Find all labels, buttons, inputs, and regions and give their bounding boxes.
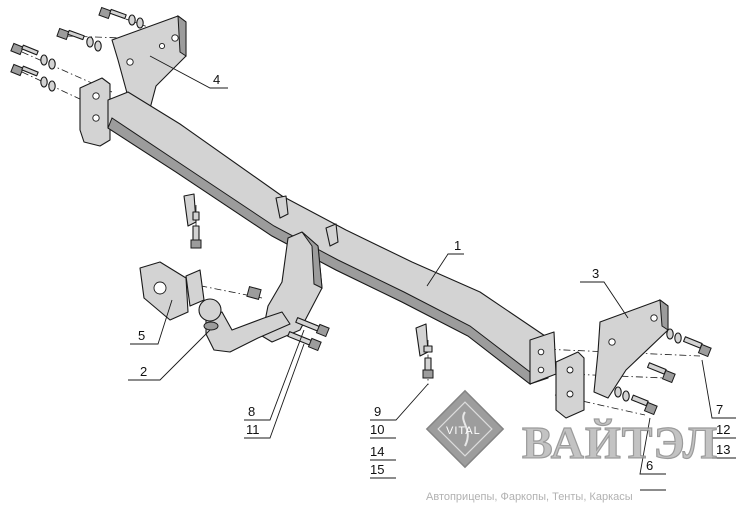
callout-10: 10 (370, 422, 384, 437)
callout-12: 12 (716, 422, 730, 437)
bolt-set-top-left (56, 6, 144, 52)
callout-1: 1 (454, 238, 461, 253)
fasteners (10, 6, 712, 416)
bolt-vertical-left (190, 211, 202, 249)
tow-ball-arm (198, 298, 291, 353)
callout-5: 5 (138, 328, 145, 343)
right-side-bracket (555, 298, 669, 419)
callout-13: 13 (716, 442, 730, 457)
callout-15: 15 (370, 462, 384, 477)
callout-2: 2 (140, 364, 147, 379)
emblem-text: VITAL (446, 425, 481, 437)
bolt-set-center (287, 317, 330, 352)
vital-emblem-icon: VITAL (425, 389, 505, 469)
callout-9: 9 (374, 404, 381, 419)
callout-11: 11 (246, 422, 260, 437)
nut-center (246, 286, 262, 300)
leader-lines (128, 55, 736, 491)
bolt-vertical-center (422, 345, 434, 379)
bolt-set-left (10, 42, 56, 92)
callout-labels: 1 2 3 4 5 6 7 8 9 10 11 12 13 14 15 (138, 72, 730, 477)
brand-watermark: VITAL ВАЙТЭЛ Автоприцепы, Фаркопы, Тенты… (425, 389, 718, 503)
brand-tagline: Автоприцепы, Фаркопы, Тенты, Каркасы (426, 491, 633, 503)
callout-7: 7 (716, 402, 723, 417)
brand-wordmark: ВАЙТЭЛ (522, 417, 718, 468)
callout-6: 6 (646, 458, 653, 473)
socket-plate (139, 261, 205, 321)
callout-14: 14 (370, 444, 384, 459)
bolt-set-right (614, 328, 712, 416)
main-cross-beam (107, 91, 557, 386)
callout-4: 4 (213, 72, 220, 87)
callout-3: 3 (592, 266, 599, 281)
callout-8: 8 (248, 404, 255, 419)
left-side-bracket (79, 14, 187, 147)
